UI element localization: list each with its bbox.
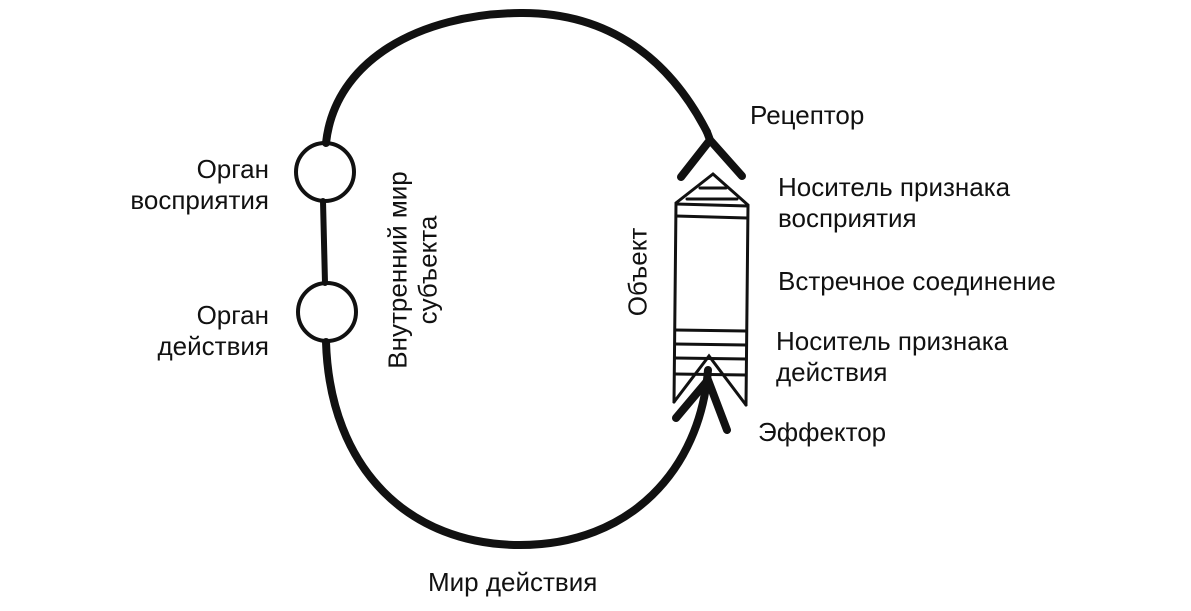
inner-world-label-line-2: субъекта (412, 215, 443, 325)
perception-carrier-line-2: восприятия (778, 203, 917, 233)
object-label: Объект (622, 227, 653, 317)
effector-arrow (672, 372, 731, 434)
receptor-label: Рецептор (750, 100, 865, 130)
perception-arc (322, 8, 711, 147)
perception-carrier-line-1: Носитель признака (778, 172, 1011, 202)
action-organ-label: Орган действия (158, 300, 269, 362)
action-organ-circle (296, 281, 358, 343)
action-arc (322, 338, 712, 550)
action-carrier-line-2: действия (776, 357, 888, 387)
perception-organ-line-1: Орган (196, 154, 269, 184)
object-shape (672, 172, 750, 407)
action-carrier-label: Носитель признака действия (776, 326, 1008, 388)
action-organ-line-2: действия (157, 331, 269, 361)
perception-organ-circle (294, 141, 356, 203)
receptor-fork (677, 128, 746, 181)
counter-connection-label: Встречное соединение (778, 266, 1056, 296)
action-organ-line-1: Орган (196, 300, 269, 330)
action-world-label: Мир действия (428, 567, 598, 597)
inner-world-label-line-1: Внутренний мир (382, 171, 413, 369)
perception-organ-line-2: восприятия (130, 185, 269, 215)
perception-carrier-label: Носитель признака восприятия (778, 172, 1010, 234)
effector-label: Эффектор (758, 417, 887, 447)
inner-connection (320, 198, 328, 286)
action-carrier-line-1: Носитель признака (776, 326, 1009, 356)
perception-organ-label: Орган восприятия (130, 154, 269, 216)
